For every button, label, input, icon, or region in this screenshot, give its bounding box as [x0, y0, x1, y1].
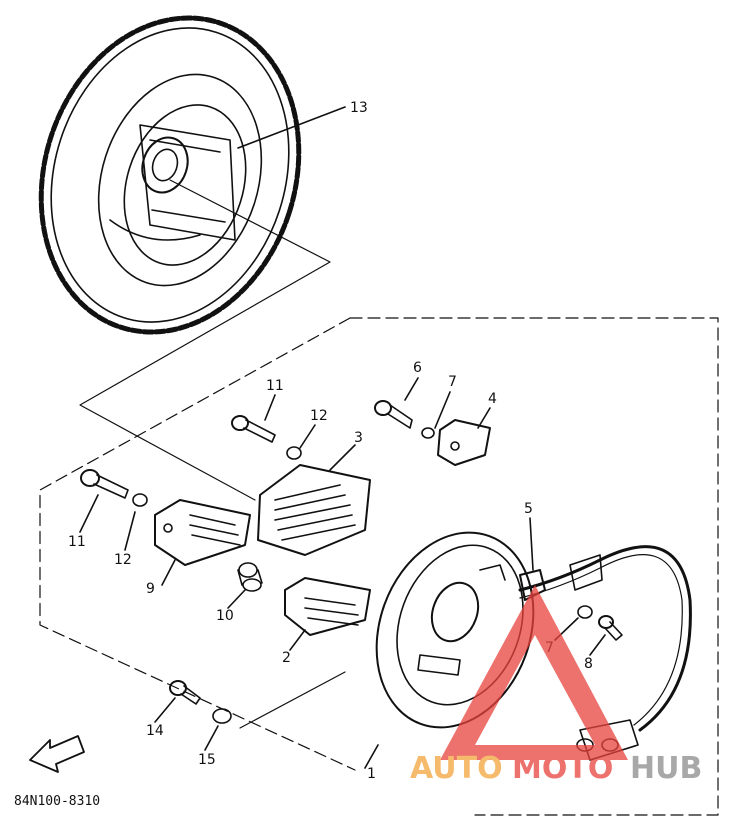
collar-10	[237, 562, 263, 592]
washer-12-upper	[286, 446, 302, 460]
screw-14	[169, 680, 201, 705]
automotohub-watermark: AUTO MOTO HUB	[410, 585, 702, 786]
callout-1: 1	[367, 766, 376, 782]
callout-4: 4	[488, 391, 497, 407]
bolt-11-lower	[80, 469, 129, 499]
callout-2: 2	[282, 650, 291, 666]
callout-9: 9	[146, 581, 155, 597]
coil-2	[284, 577, 371, 636]
washer-12-lower	[132, 493, 148, 507]
coil-3	[257, 464, 371, 556]
watermark-text-auto: AUTO	[410, 751, 503, 786]
callout-3: 3	[354, 430, 363, 446]
watermark-triangle-icon	[440, 585, 628, 760]
watermark-text-moto: MOTO	[512, 751, 613, 786]
watermark-text-hub: HUB	[630, 751, 702, 786]
bolt-6	[374, 400, 413, 429]
callout-12-lower: 12	[114, 552, 132, 568]
coil-9	[154, 499, 251, 566]
callout-11-upper: 11	[266, 378, 284, 394]
callout-12-upper: 12	[310, 408, 328, 424]
callout-8: 8	[584, 656, 593, 672]
bolt-11-upper	[231, 415, 276, 443]
callout-7-upper: 7	[448, 374, 457, 390]
part-code: 84N100-8310	[14, 794, 100, 809]
screw-8	[598, 615, 623, 641]
callout-labels: 13 11 12 6 7 4 3 5 11 12 9 10 2 7 8 14 1…	[68, 100, 593, 782]
callout-6: 6	[413, 360, 422, 376]
clamp-4	[437, 419, 491, 466]
washer-7-upper	[421, 427, 435, 439]
grommet-5	[519, 569, 546, 601]
washer-7-lower	[577, 605, 593, 619]
callout-14: 14	[146, 723, 164, 739]
starter-wheel-gear	[38, 15, 302, 335]
callout-11-lower: 11	[68, 534, 86, 550]
washer-15	[212, 708, 232, 724]
callout-13: 13	[350, 100, 368, 116]
fwd-arrow-icon	[29, 735, 85, 773]
callout-5: 5	[524, 501, 533, 517]
callout-15: 15	[198, 752, 216, 768]
callout-10: 10	[216, 608, 234, 624]
